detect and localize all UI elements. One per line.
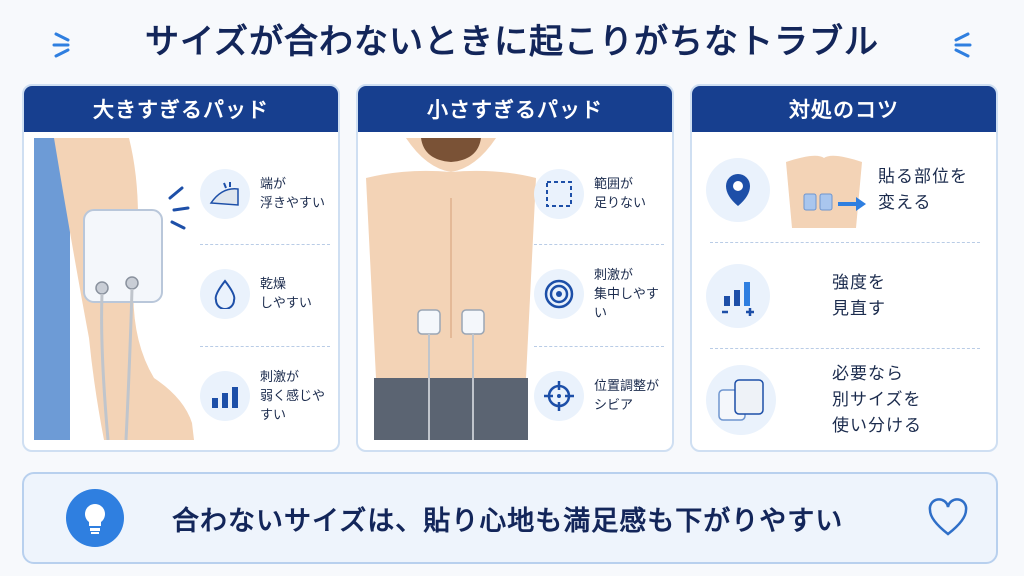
feature-label: 刺激が 集中しやすい: [594, 267, 659, 321]
crosshair-icon: [534, 371, 584, 421]
divider: [200, 244, 330, 245]
peeling-edge-icon: [200, 169, 250, 219]
panel-heading: 対処のコツ: [692, 86, 996, 132]
arm-with-large-pad-illustration: [34, 138, 194, 440]
two-pads-icon: [706, 365, 776, 435]
summary-text: 合わないサイズは、貼り心地も満足感も下がりやすい: [172, 505, 844, 537]
spark-right-icon: [954, 32, 972, 58]
divider: [710, 242, 980, 243]
feature-peeling: 端が 浮きやすい: [196, 148, 336, 240]
tip-label: 強度を 見直す: [832, 273, 886, 319]
divider: [200, 346, 330, 347]
title-bar: サイズが合わないときに起こりがちなトラブル: [0, 8, 1024, 68]
panel-small-pad: 小さすぎるパッド 範囲が 足りない 刺激が 集中しやすい 位置調整が シビア: [356, 84, 674, 452]
feature-insufficient-area: 範囲が 足りない: [530, 148, 670, 240]
feature-dryness: 乾燥 しやすい: [196, 248, 336, 340]
tip-change-site: 貼る部位を 変える: [700, 142, 990, 238]
summary-banner: 合わないサイズは、貼り心地も満足感も下がりやすい: [22, 472, 998, 564]
feature-label: 乾燥 しやすい: [260, 277, 312, 311]
panel-heading: 大きすぎるパッド: [24, 86, 338, 132]
panel-large-pad: 大きすぎるパッド 端が 浮きやすい 乾燥 しやすい 刺激が 弱く感じやすい: [22, 84, 340, 452]
spark-left-icon: [52, 32, 70, 58]
feature-weak-stimulus: 刺激が 弱く感じやすい: [196, 350, 336, 442]
water-drop-icon: [200, 269, 250, 319]
tip-label: 貼る部位を 変える: [878, 167, 968, 213]
dashed-square-icon: [534, 169, 584, 219]
panel-tips: 対処のコツ 貼る部位を 変える 強度を 見直す 必要なら 別サイズを 使い分ける: [690, 84, 998, 452]
target-icon: [534, 269, 584, 319]
divider: [534, 346, 664, 347]
feature-label: 端が 浮きやすい: [260, 177, 326, 211]
heart-icon: [928, 498, 968, 536]
tip-use-sizes: 必要なら 別サイズを 使い分ける: [700, 352, 990, 448]
feature-positioning: 位置調整が シビア: [530, 350, 670, 442]
location-pin-icon: [706, 158, 770, 222]
divider: [710, 348, 980, 349]
feature-concentrated: 刺激が 集中しやすい: [530, 248, 670, 340]
torso-with-pads-illustration: [786, 155, 866, 228]
lightbulb-icon: [66, 489, 124, 547]
divider: [534, 244, 664, 245]
feature-label: 位置調整が シビア: [594, 379, 660, 413]
low-signal-icon: [200, 371, 250, 421]
feature-label: 刺激が 弱く感じやすい: [260, 369, 326, 423]
panel-heading: 小さすぎるパッド: [358, 86, 672, 132]
tip-intensity: 強度を 見直す: [700, 248, 990, 344]
page-title: サイズが合わないときに起こりがちなトラブル: [145, 21, 879, 62]
tip-label: 必要なら 別サイズを 使い分ける: [832, 364, 922, 436]
feature-label: 範囲が 足りない: [594, 177, 647, 211]
back-with-small-pads-illustration: [366, 138, 536, 440]
intensity-bars-icon: [706, 264, 770, 328]
